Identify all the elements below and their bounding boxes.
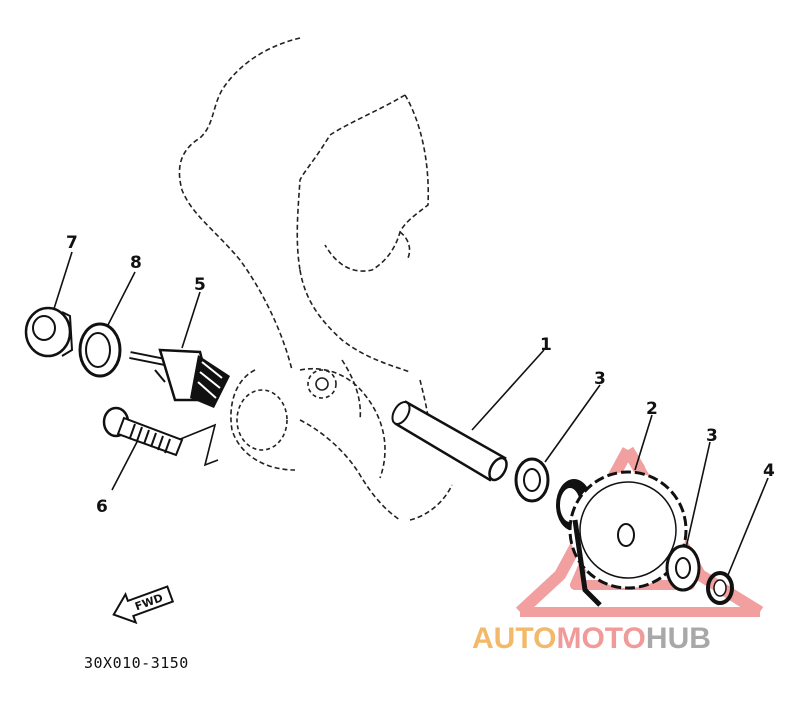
- callout-1: 1: [540, 335, 552, 355]
- callout-5: 5: [194, 275, 206, 295]
- callout-2: 2: [646, 399, 658, 419]
- bolt-6: [102, 406, 184, 457]
- watermark-auto: AUTO: [472, 622, 556, 655]
- callout-8: 8: [130, 253, 142, 273]
- diagram-code: 30X010-3150: [84, 654, 189, 672]
- watermark-text: AUTOMOTOHUB: [472, 622, 711, 655]
- shaft-1: [391, 400, 508, 482]
- pump-gear-2: [556, 470, 688, 607]
- fwd-arrow: FWD: [112, 585, 175, 625]
- callout-7: 7: [66, 233, 78, 253]
- crankcase-outline: [178, 37, 453, 521]
- watermark-moto: MOTO: [556, 622, 645, 655]
- driven-gear-5: [129, 348, 230, 408]
- callout-4: 4: [763, 461, 775, 481]
- svg-text:AUTOMOTOHUB: AUTOMOTOHUB: [472, 622, 711, 655]
- leader-lines: [51, 251, 769, 576]
- callout-3b: 3: [706, 426, 718, 446]
- oil-seal-7: [24, 306, 74, 358]
- mounting-boss: [236, 369, 337, 451]
- watermark-hub: HUB: [646, 622, 711, 655]
- washer-8: [78, 322, 122, 378]
- circlip-4: [706, 571, 734, 605]
- callout-3a: 3: [594, 369, 606, 389]
- washer-3b: [665, 544, 701, 592]
- washer-3a: [514, 457, 550, 503]
- callout-6: 6: [96, 497, 108, 517]
